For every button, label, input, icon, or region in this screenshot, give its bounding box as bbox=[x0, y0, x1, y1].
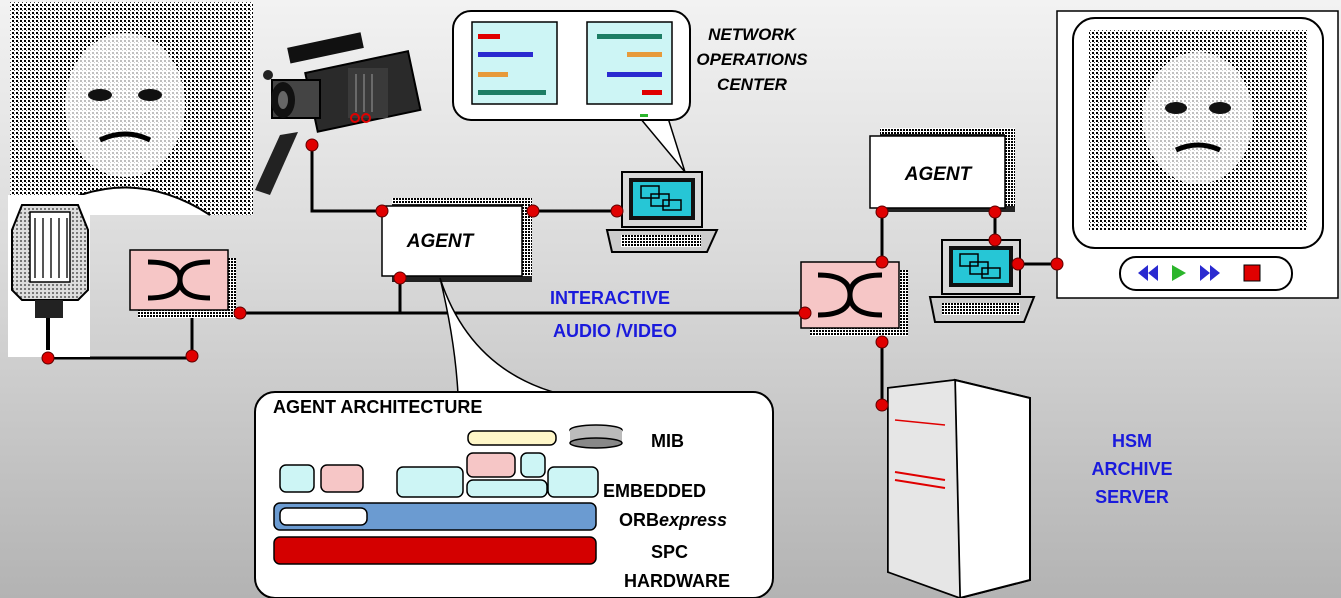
connection-nodes bbox=[41, 138, 1064, 412]
connection-node bbox=[1011, 257, 1025, 271]
spc-label: SPC bbox=[651, 542, 688, 562]
connection-node bbox=[526, 204, 540, 218]
connection-node bbox=[1050, 257, 1064, 271]
connection-node bbox=[375, 204, 389, 218]
connection-node bbox=[233, 306, 247, 320]
orb-suffix: express bbox=[659, 510, 727, 530]
media-player-icon bbox=[1056, 10, 1339, 299]
architecture-callout bbox=[254, 277, 774, 598]
embedded-label: EMBEDDED bbox=[603, 481, 706, 501]
stop-icon[interactable] bbox=[1243, 264, 1261, 282]
interactive-label-line2: AUDIO /VIDEO bbox=[553, 321, 677, 341]
noc-label-line3: CENTER bbox=[717, 75, 788, 94]
switch-icon bbox=[129, 249, 236, 318]
connection-node bbox=[875, 335, 889, 349]
connection-node bbox=[393, 271, 407, 285]
video-camera-icon bbox=[255, 32, 422, 195]
hsm-label-line3: SERVER bbox=[1095, 487, 1169, 507]
noc-display-bubble bbox=[452, 10, 691, 173]
rewind-icon[interactable] bbox=[1138, 265, 1158, 281]
connection-node bbox=[875, 398, 889, 412]
connection-node bbox=[610, 204, 624, 218]
connection-node bbox=[185, 349, 199, 363]
connection-node bbox=[988, 205, 1002, 219]
noc-label-line1: NETWORK bbox=[708, 25, 798, 44]
noc-label-line2: OPERATIONS bbox=[696, 50, 808, 69]
computer-terminal-icon bbox=[928, 239, 1036, 323]
connection-node bbox=[305, 138, 319, 152]
agent-box-right bbox=[869, 128, 1015, 212]
hardware-label: HARDWARE bbox=[624, 571, 730, 591]
agent-left-label: AGENT bbox=[406, 231, 475, 252]
connection-node bbox=[41, 351, 55, 365]
architecture-title: AGENT ARCHITECTURE bbox=[273, 397, 482, 417]
connection-node bbox=[988, 233, 1002, 247]
portrait-image bbox=[10, 2, 253, 216]
microphone-icon bbox=[8, 195, 90, 357]
orb-prefix: ORB bbox=[619, 510, 659, 530]
connection-node bbox=[875, 255, 889, 269]
hsm-label-line1: HSM bbox=[1112, 431, 1152, 451]
connection-node bbox=[798, 306, 812, 320]
fast-forward-icon[interactable] bbox=[1200, 265, 1220, 281]
connection-node bbox=[875, 205, 889, 219]
switch-icon bbox=[800, 261, 908, 336]
orb-express-label: ORBexpress bbox=[619, 510, 727, 530]
hsm-label-line2: ARCHIVE bbox=[1091, 459, 1172, 479]
mib-label: MIB bbox=[651, 431, 684, 451]
agent-box-left bbox=[381, 198, 532, 282]
computer-terminal-icon bbox=[605, 171, 719, 253]
play-icon[interactable] bbox=[1172, 265, 1186, 281]
agent-right-label: AGENT bbox=[904, 164, 973, 185]
interactive-label-line1: INTERACTIVE bbox=[550, 288, 670, 308]
server-tower-icon bbox=[887, 378, 1031, 598]
